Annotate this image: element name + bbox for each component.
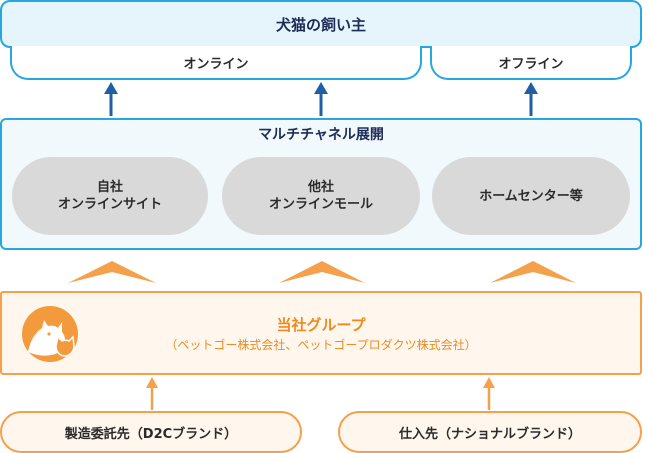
national-brand-supplier-box: 仕入先（ナショナルブランド） xyxy=(338,411,642,453)
pet-logo-icon xyxy=(22,306,78,362)
pill-line1: 自社 xyxy=(96,180,123,195)
company-group-title: 当社グループ xyxy=(276,316,366,334)
offline-channel-label: オフライン xyxy=(430,46,632,80)
online-channel-label: オンライン xyxy=(10,46,422,80)
chevron-up-center xyxy=(279,261,365,283)
pill-line2: オンラインモール xyxy=(268,197,373,212)
arrow-up-national-head xyxy=(483,377,495,388)
arrow-up-online-right-head xyxy=(314,82,328,94)
pill-line1: ホームセンター等 xyxy=(479,188,583,204)
company-group-box xyxy=(0,291,642,375)
d2c-manufacturer-box: 製造委託先（D2Cブランド） xyxy=(0,411,302,453)
multichannel-title: マルチチャネル展開 xyxy=(258,127,384,143)
chevron-up-left xyxy=(68,261,156,283)
own-online-site-pill: 自社 オンラインサイト xyxy=(12,157,208,235)
chevron-up-right xyxy=(490,261,576,283)
pet-owners-title: 犬猫の飼い主 xyxy=(275,15,366,34)
other-online-mall-pill: 他社 オンラインモール xyxy=(222,157,420,235)
pill-line2: オンラインサイト xyxy=(57,197,162,212)
pill-line1: 他社 xyxy=(307,180,334,195)
arrow-up-d2c-head xyxy=(146,377,158,388)
home-center-pill: ホームセンター等 xyxy=(432,157,630,235)
arrow-up-online-left-head xyxy=(104,82,118,94)
company-group-subtitle: （ペットゴー株式会社、ペットゴープロダクツ株式会社） xyxy=(165,338,477,352)
arrow-up-offline-head xyxy=(524,82,538,94)
